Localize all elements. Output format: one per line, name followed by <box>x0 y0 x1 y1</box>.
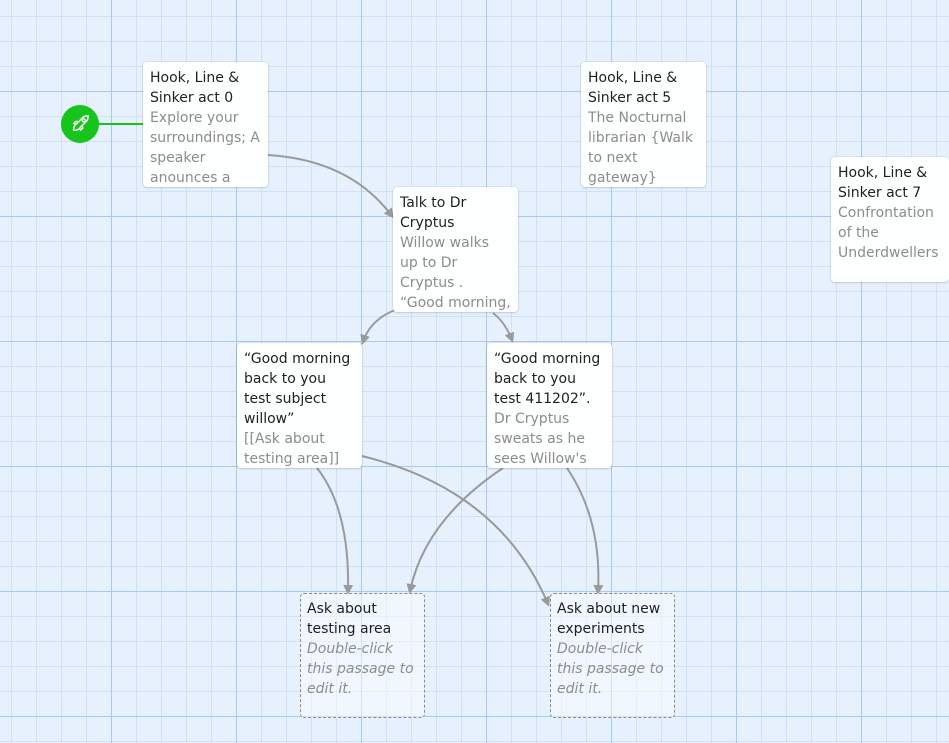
passage-card-talk[interactable]: Talk to Dr Cryptus Willow walks up to Dr… <box>393 187 518 312</box>
passage-title: Talk to Dr Cryptus <box>400 195 467 231</box>
passage-excerpt: Confrontation of the Underdwellers <box>838 205 939 261</box>
passage-title: “Good morning back to you test subject w… <box>244 351 351 427</box>
passage-title: Hook, Line & Sinker act 0 <box>150 70 240 106</box>
passage-excerpt: [[Ask about testing area]] [[Ask about n… <box>244 431 340 467</box>
passage-card-gm-411202[interactable]: “Good morning back to you test 411202”. … <box>487 343 612 468</box>
link-act0-to-talk <box>267 154 394 219</box>
passage-excerpt: Explore your surroundings; A speaker ano… <box>150 110 261 186</box>
link-gm-willow-to-ask-testing <box>316 467 354 595</box>
passage-card-gm-willow[interactable]: “Good morning back to you test subject w… <box>237 343 362 468</box>
link-talk-to-gm-willow <box>360 309 396 345</box>
link-gm-willow-to-ask-new <box>361 455 550 607</box>
start-passage-badge[interactable] <box>61 105 99 143</box>
passage-excerpt: Willow walks up to Dr Cryptus . “Good mo… <box>400 235 511 311</box>
start-connector <box>98 123 144 125</box>
passage-title: “Good morning back to you test 411202”. <box>494 351 601 407</box>
passage-excerpt: Double-click this passage to edit it. <box>307 641 414 697</box>
passage-card-act7[interactable]: Hook, Line & Sinker act 7 Confrontation … <box>831 157 949 282</box>
link-gm-411202-to-ask-new <box>566 467 604 595</box>
passage-title: Hook, Line & Sinker act 5 <box>588 70 678 106</box>
passage-title: Ask about new experiments <box>557 601 661 637</box>
passage-excerpt: Double-click this passage to edit it. <box>557 641 664 697</box>
passage-card-ask-testing[interactable]: Ask about testing area Double-click this… <box>300 593 425 718</box>
link-talk-to-gm-411202 <box>492 312 515 343</box>
passage-excerpt: Dr Cryptus sweats as he sees Willow's <box>494 411 587 467</box>
passage-card-ask-new[interactable]: Ask about new experiments Double-click t… <box>550 593 675 718</box>
passage-card-act0[interactable]: Hook, Line & Sinker act 0 Explore your s… <box>143 62 268 187</box>
link-gm-411202-to-ask-testing <box>406 467 504 594</box>
passage-excerpt: The Nocturnal librarian {Walk to next ga… <box>588 110 693 186</box>
passage-title: Hook, Line & Sinker act 7 <box>838 165 928 201</box>
passage-title: Ask about testing area <box>307 601 392 637</box>
rocket-icon <box>72 115 89 132</box>
passage-card-act5[interactable]: Hook, Line & Sinker act 5 The Nocturnal … <box>581 62 706 187</box>
